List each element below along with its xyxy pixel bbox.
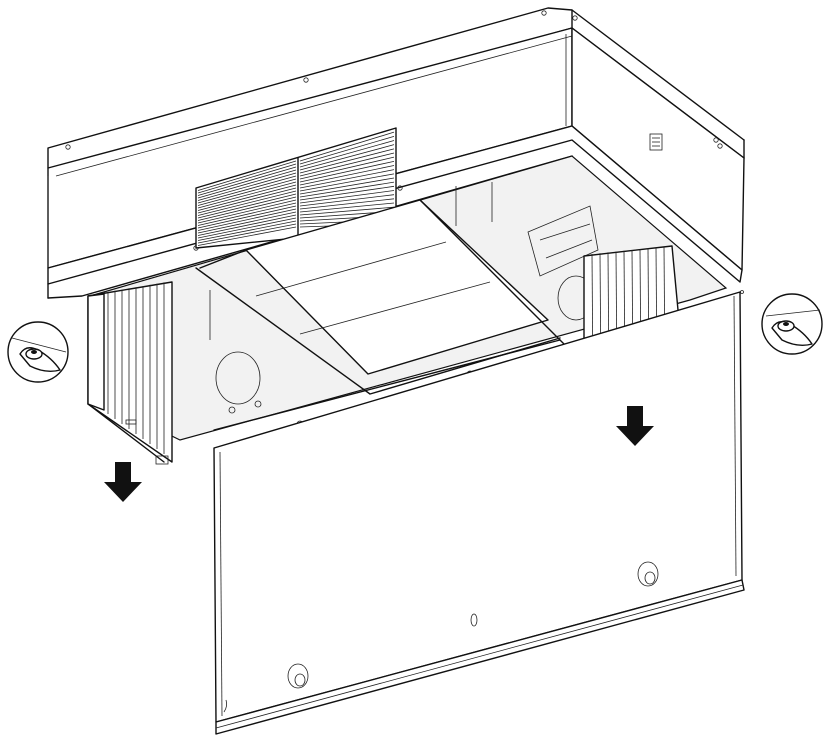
line-detail: [299, 144, 395, 171]
line-detail: [197, 190, 297, 216]
line-detail: [299, 206, 395, 216]
line-detail: [197, 205, 297, 229]
line-detail: [197, 166, 297, 196]
line-detail: [197, 199, 297, 224]
line-detail: [197, 163, 297, 194]
line-detail: [197, 169, 297, 199]
intake-grille: [195, 127, 397, 249]
arrow-down-icon: [616, 406, 654, 446]
thumbscrew-detail-icon: [7, 321, 69, 383]
line-detail: [197, 184, 297, 211]
line-detail: [197, 187, 297, 214]
line-detail: [299, 194, 395, 207]
arrow-down-icon: [104, 462, 142, 502]
line-detail: [197, 211, 297, 234]
line-detail: [299, 181, 395, 198]
line-detail: [197, 202, 297, 226]
line-detail: [299, 140, 395, 168]
left-filter-cassette: [87, 281, 173, 465]
line-detail: [197, 217, 297, 239]
thumbscrew-detail-icon: [761, 293, 823, 355]
access-door-panel: [213, 290, 745, 735]
line-detail: [299, 190, 395, 204]
line-detail: [197, 214, 297, 236]
line-detail: [197, 172, 297, 201]
unit-top-casing: [47, 7, 745, 299]
line-detail: [197, 196, 297, 221]
line-detail: [197, 208, 297, 231]
line-detail: [299, 177, 395, 195]
line-detail: [197, 175, 297, 204]
line-detail: [299, 135, 395, 165]
line-detail: [299, 169, 395, 189]
line-detail: [299, 148, 395, 174]
line-detail: [299, 152, 395, 177]
line-detail: [197, 181, 297, 209]
line-detail: [197, 226, 297, 246]
line-detail: [299, 173, 395, 192]
line-detail: [197, 220, 297, 241]
line-detail: [197, 223, 297, 244]
line-detail: [299, 131, 395, 162]
line-detail: [197, 178, 297, 206]
unit-interior: [89, 155, 728, 441]
line-detail: [197, 160, 297, 191]
line-detail: [299, 165, 395, 186]
line-detail: [299, 198, 395, 210]
line-detail: [299, 156, 395, 180]
line-detail: [197, 193, 297, 219]
line-detail: [299, 160, 395, 183]
line-detail: [299, 202, 395, 213]
line-detail: [299, 185, 395, 201]
